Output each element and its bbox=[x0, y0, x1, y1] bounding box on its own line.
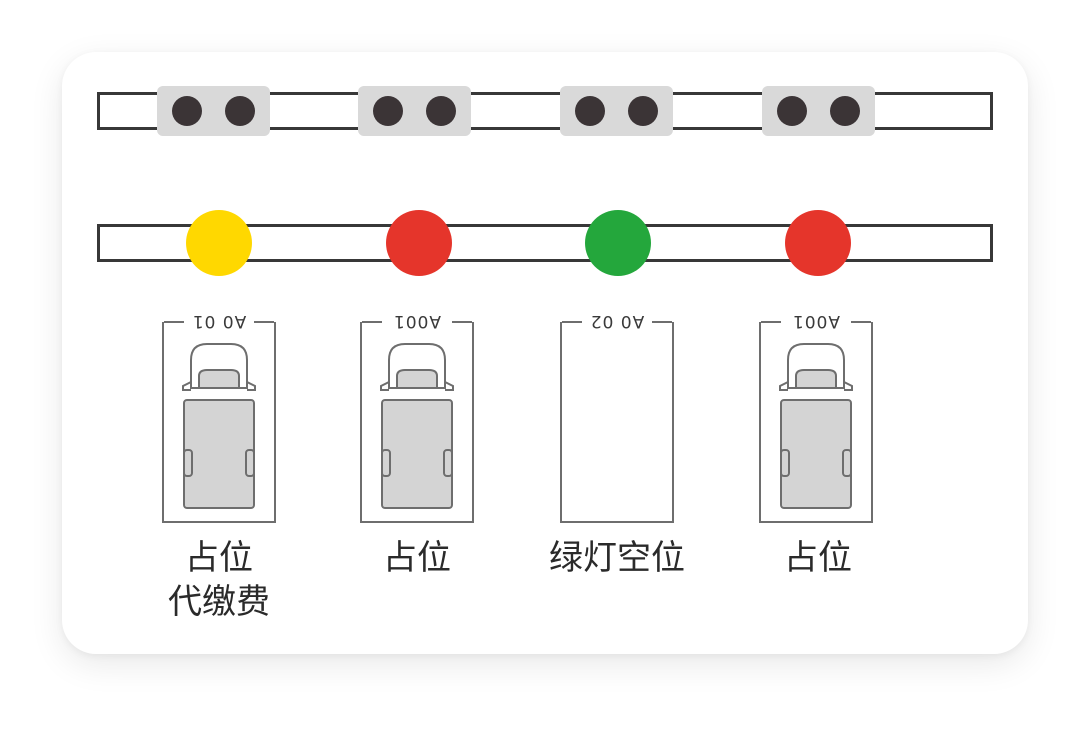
indicator-lamp-4 bbox=[785, 210, 851, 276]
indicator-lamp-3 bbox=[585, 210, 651, 276]
bay-code: A001 bbox=[392, 311, 442, 331]
sensor-1 bbox=[157, 86, 270, 136]
bay-status-line1: 占位 bbox=[383, 538, 451, 578]
indicator-lamp-2 bbox=[386, 210, 452, 276]
bay-code: A0 02 bbox=[589, 311, 645, 331]
sensor-3 bbox=[560, 86, 673, 136]
car-icon bbox=[779, 343, 853, 509]
sensor-eye-icon bbox=[373, 96, 403, 126]
bay-status-line2: 代缴费 bbox=[168, 582, 270, 622]
bay-code: A0 01 bbox=[191, 311, 247, 331]
bay-status-label-2: 占位 bbox=[340, 536, 494, 580]
sensor-eye-icon bbox=[172, 96, 202, 126]
parking-bay-4: A001 bbox=[759, 311, 873, 523]
sensor-eye-icon bbox=[830, 96, 860, 126]
bay-status-line1: 占位 bbox=[784, 538, 852, 578]
parking-bay-2: A001 bbox=[360, 311, 474, 523]
sensor-4 bbox=[762, 86, 875, 136]
bay-code: A001 bbox=[791, 311, 841, 331]
sensor-2 bbox=[358, 86, 471, 136]
bay-status-line1: 占位 bbox=[185, 538, 253, 578]
indicator-lamp-1 bbox=[186, 210, 252, 276]
bay-status-label-4: 占位 bbox=[741, 536, 895, 580]
sensor-eye-icon bbox=[225, 96, 255, 126]
bay-status-line1: 绿灯空位 bbox=[549, 538, 685, 578]
parking-bay-3: A0 02 bbox=[560, 311, 674, 523]
sensor-eye-icon bbox=[426, 96, 456, 126]
sensor-eye-icon bbox=[575, 96, 605, 126]
car-icon bbox=[380, 343, 454, 509]
bay-status-label-1: 占位 代缴费 bbox=[142, 536, 296, 624]
sensor-eye-icon bbox=[628, 96, 658, 126]
car-icon bbox=[182, 343, 256, 509]
sensor-eye-icon bbox=[777, 96, 807, 126]
parking-bay-1: A0 01 bbox=[162, 311, 276, 523]
bay-status-label-3: 绿灯空位 bbox=[527, 536, 707, 580]
